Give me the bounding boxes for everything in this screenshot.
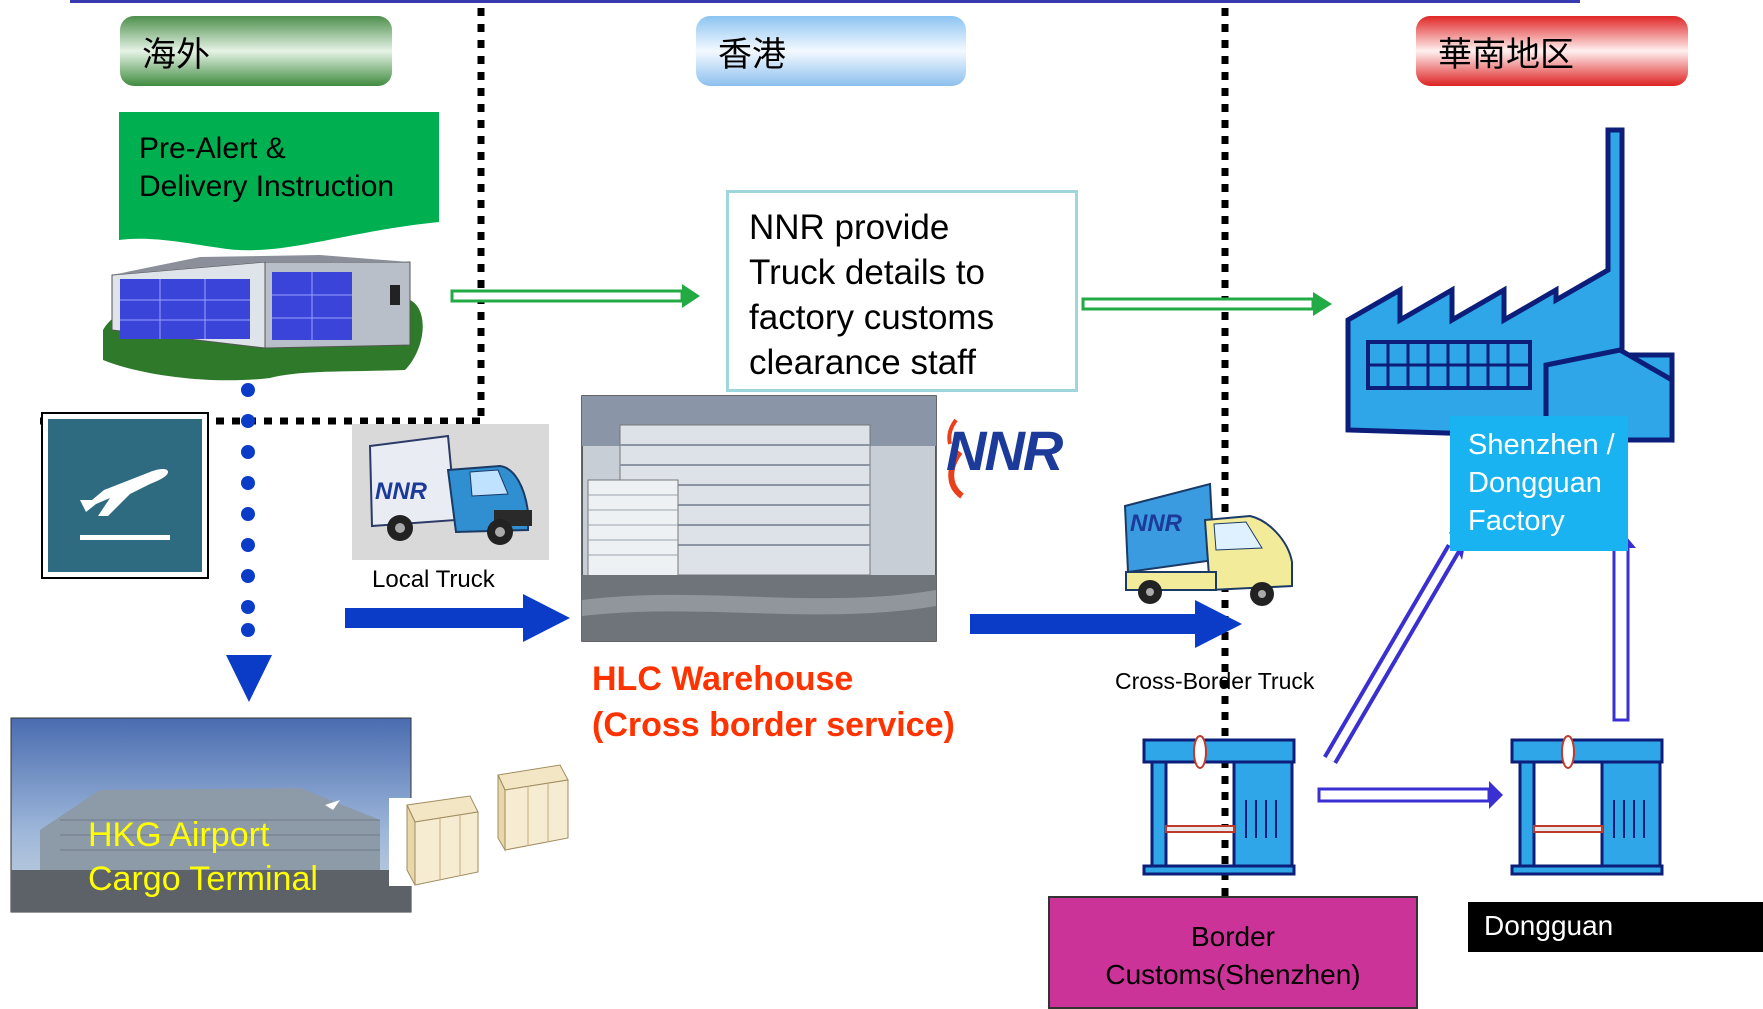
air-route-dots [241, 383, 255, 637]
airplane-icon [41, 412, 209, 579]
nnr-note-box: NNR provide Truck details to factory cus… [726, 190, 1078, 392]
factory-label-box: Shenzhen / Dongguan Factory [1450, 416, 1628, 551]
transfer-arrow-dongguan-to-factory [1606, 530, 1636, 722]
nnr-logo-text: NNR [946, 419, 1063, 482]
factory-label-line2: Dongguan [1468, 467, 1602, 499]
region-header-south-china: 華南地区 [1416, 16, 1688, 86]
nnr-logo [947, 418, 964, 499]
hlc-label-line1: HLC Warehouse [592, 660, 854, 698]
border-customs-box: Border Customs(Shenzhen) [1048, 896, 1418, 1009]
pre-alert-text: Pre-Alert & Delivery Instruction [139, 130, 394, 206]
cargo-pallets-icon [389, 764, 569, 886]
airport-label-line2: Cargo Terminal [88, 860, 318, 898]
hlc-warehouse-photo [581, 395, 937, 642]
hlc-warehouse-label: HLC Warehouse (Cross border service) [592, 656, 955, 748]
top-rule [70, 0, 1580, 3]
overseas-warehouse-icon [103, 255, 423, 381]
info-arrow-overseas-to-note [450, 284, 700, 308]
cross-border-truck-nnr-mark: NNR [1130, 510, 1182, 537]
pre-alert-line2: Delivery Instruction [139, 170, 395, 203]
border-customs-gate-icon [1142, 735, 1296, 876]
airport-label: HKG Airport Cargo Terminal [88, 813, 318, 901]
region-label-overseas: 海外 [142, 35, 210, 74]
airport-label-line1: HKG Airport [88, 816, 270, 854]
region-header-hongkong: 香港 [696, 16, 966, 86]
dongguan-label-text: Dongguan [1484, 910, 1614, 941]
local-truck-label: Local Truck [372, 566, 495, 593]
local-truck-icon [352, 424, 549, 560]
transport-arrow-hlc-to-border [970, 600, 1242, 648]
transport-arrow-airport-to-hlc [345, 594, 570, 642]
factory-label-line3: Factory [1468, 505, 1565, 537]
region-label-south-china: 華南地区 [1438, 35, 1574, 74]
border-customs-line2: Customs(Shenzhen) [1105, 959, 1361, 990]
info-arrow-note-to-factory [1081, 292, 1332, 316]
pre-alert-line1: Pre-Alert & [139, 132, 286, 165]
nnr-note-line2: Truck details to [749, 253, 986, 292]
region-label-hongkong: 香港 [718, 35, 786, 74]
border-customs-line1: Border [1190, 921, 1276, 952]
hlc-label-line2: (Cross border service) [592, 706, 955, 744]
dongguan-label: Dongguan [1468, 902, 1763, 952]
air-route-arrowhead [226, 655, 272, 702]
region-header-overseas: 海外 [120, 16, 392, 86]
cross-border-truck-icon [1123, 482, 1293, 606]
nnr-note-line4: clearance staff [749, 343, 976, 382]
cross-border-truck-label: Cross-Border Truck [1115, 668, 1315, 694]
nnr-note-line3: factory customs [749, 298, 995, 337]
pre-alert-shape [119, 112, 439, 251]
transfer-arrow-border-to-dongguan [1317, 781, 1503, 809]
factory-label-line1: Shenzhen / [1468, 429, 1615, 461]
nnr-note-line1: NNR provide [749, 208, 950, 247]
factory-icon [1345, 127, 1675, 443]
dongguan-gate-icon [1510, 735, 1664, 876]
local-truck-nnr-mark: NNR [375, 478, 427, 505]
transfer-arrow-border-to-factory [1323, 532, 1466, 765]
airport-photo [10, 717, 412, 913]
